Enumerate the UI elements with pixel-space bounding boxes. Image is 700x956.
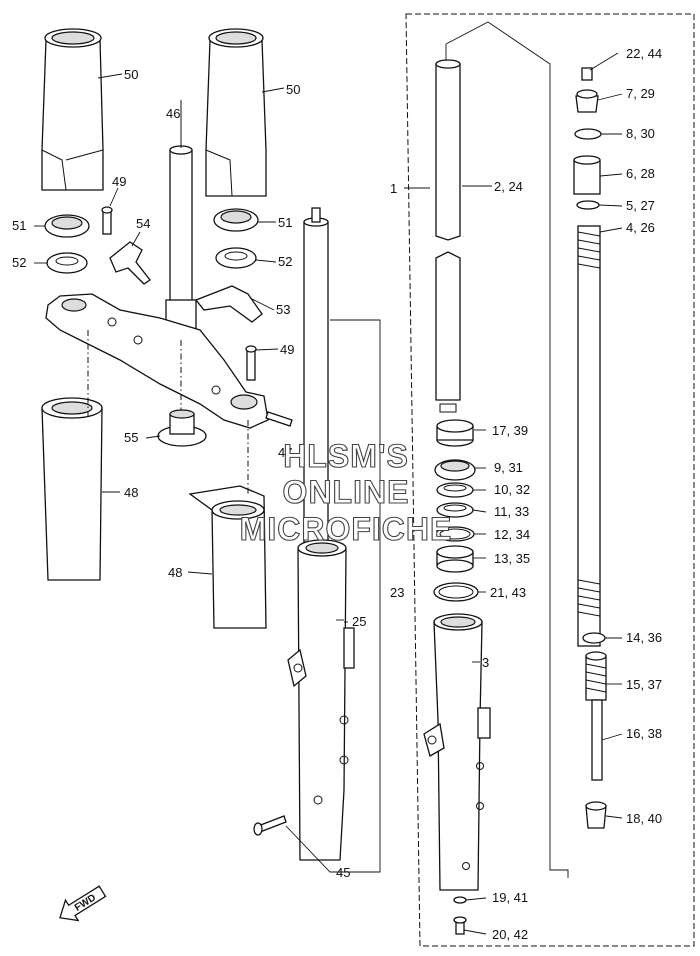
callout-50-left: 50: [124, 67, 138, 82]
callout-4-26: 4, 26: [626, 220, 655, 235]
ring-14: [582, 632, 606, 644]
callout-12-34: 12, 34: [494, 527, 530, 542]
callout-15-37: 15, 37: [626, 677, 662, 692]
slide-bushing: [436, 419, 474, 447]
watermark-line-1: HLSM'S: [283, 438, 409, 474]
pinch-bolt: [265, 411, 293, 427]
callout-16-38: 16, 38: [626, 726, 662, 741]
callout-51-left: 51: [12, 218, 26, 233]
steering-stem: [165, 100, 197, 341]
dust-seal-right: [215, 247, 257, 269]
fork-assembly-frame: [405, 13, 695, 947]
callout-49-lower: 49: [280, 342, 294, 357]
callout-49-upper: 49: [112, 174, 126, 189]
callout-14-36: 14, 36: [626, 630, 662, 645]
under-bracket: [45, 293, 269, 429]
bolt-49-upper: [101, 206, 113, 235]
callout-13-35: 13, 35: [494, 551, 530, 566]
callout-45: 45: [336, 865, 350, 880]
callout-50-right: 50: [286, 82, 300, 97]
callout-25: 25: [352, 614, 366, 629]
watermark: HLSM'S ONLINE MICROFICHE: [239, 437, 453, 547]
cable-guide: [194, 285, 263, 323]
damper-bolt: [253, 815, 287, 836]
washer-10: [436, 482, 474, 498]
oil-seal: [434, 459, 476, 481]
callout-19-41: 19, 41: [492, 890, 528, 905]
cable-clamp: [109, 241, 151, 285]
callout-labels: 50 50 46 49 51 54 51 52 52 53 49 47 55 4…: [12, 46, 662, 942]
bracket-23: [330, 319, 381, 873]
callout-51-right: 51: [278, 215, 292, 230]
callout-48-right: 48: [168, 565, 182, 580]
rebound-spring-15: [585, 651, 607, 701]
dust-seal-left: [46, 252, 88, 274]
fork-cover-upper-right: [205, 28, 267, 197]
bushing-13: [436, 545, 474, 573]
fork-cover-upper-left: [41, 28, 104, 191]
damper-rod-16: [591, 699, 603, 781]
callout-8-30: 8, 30: [626, 126, 655, 141]
callout-10-32: 10, 32: [494, 482, 530, 497]
callout-21-43: 21, 43: [490, 585, 526, 600]
callout-47: 47: [278, 445, 292, 460]
callout-20-42: 20, 42: [492, 927, 528, 942]
dust-seal-21: [433, 582, 479, 602]
callout-11-33: 11, 33: [494, 504, 529, 519]
callout-2-24: 2, 24: [494, 179, 523, 194]
bolt-49-lower: [245, 345, 257, 381]
callout-5-27: 5, 27: [626, 198, 655, 213]
callout-6-28: 6, 28: [626, 166, 655, 181]
cap-bolt-7: [575, 89, 599, 113]
leader-lines: [34, 52, 623, 935]
spacer-6: [573, 155, 601, 195]
callout-48-left: 48: [124, 485, 138, 500]
callout-53: 53: [276, 302, 290, 317]
callout-3: 3: [482, 655, 489, 670]
callout-46: 46: [166, 106, 180, 121]
o-ring-8: [574, 128, 602, 140]
callout-52-right: 52: [278, 254, 292, 269]
callout-17-39: 17, 39: [492, 423, 528, 438]
cap-bolt-22: [581, 67, 593, 81]
fork-cover-lower-right: [188, 485, 267, 629]
outer-tube-assembled: [287, 539, 355, 861]
watermark-line-3: MICROFICHE: [240, 511, 453, 547]
callout-7-29: 7, 29: [626, 86, 655, 101]
steering-bearing: [157, 409, 207, 447]
watermark-line-2: ONLINE: [283, 474, 410, 510]
callout-23: 23: [390, 585, 404, 600]
bearing-race-left: [44, 214, 90, 238]
callout-18-40: 18, 40: [626, 811, 662, 826]
oil-lock-piece-18: [585, 801, 607, 829]
callout-52-left: 52: [12, 255, 26, 270]
callout-1: 1: [390, 181, 397, 196]
fork-cover-lower-left: [41, 397, 103, 581]
ring-12: [435, 526, 475, 542]
callout-9-31: 9, 31: [494, 460, 523, 475]
callout-54: 54: [136, 216, 150, 231]
callout-55: 55: [124, 430, 138, 445]
outer-tube: [423, 613, 491, 891]
inner-tube: [435, 59, 461, 413]
fork-outline: [445, 21, 569, 878]
drain-bolt-20: [453, 916, 467, 935]
forward-arrow-icon: FWD: [59, 885, 107, 922]
callout-22-44: 22, 44: [626, 46, 662, 61]
leader-45: [285, 825, 352, 873]
washer-5: [576, 200, 600, 210]
bearing-race-right: [213, 208, 259, 232]
fork-spring-4: [577, 225, 601, 647]
washer-19: [453, 896, 467, 904]
